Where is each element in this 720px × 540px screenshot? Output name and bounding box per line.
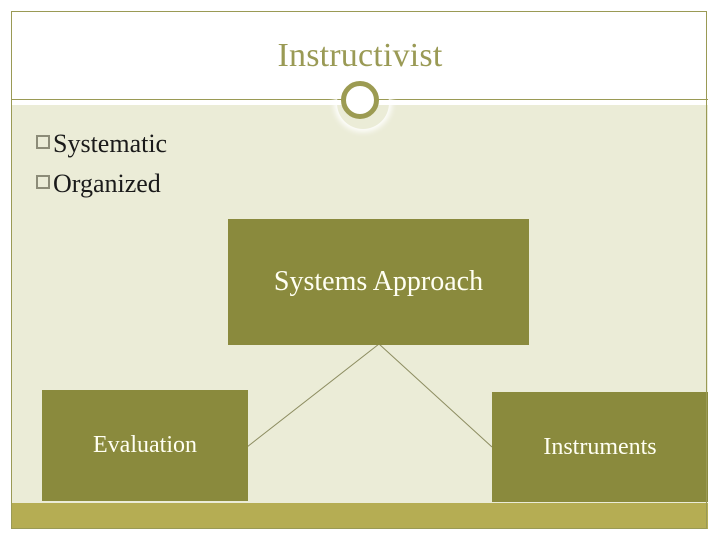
diagram-node-label: Instruments (543, 433, 657, 460)
diagram-node-instruments[interactable]: Instruments (492, 392, 708, 502)
circle-ring-ornament-icon (341, 81, 379, 119)
list-item-label: Systematic (53, 129, 168, 158)
list-item-label: Organized (53, 169, 161, 198)
empty-square-bullet-icon (36, 175, 50, 189)
empty-square-bullet-icon (36, 135, 50, 149)
list-item: Systematic (36, 124, 416, 164)
diagram-node-evaluation[interactable]: Evaluation (42, 390, 248, 501)
bullet-list: Systematic Organized (36, 124, 416, 204)
diagram-node-label: Systems Approach (273, 266, 484, 297)
bottom-accent-bar (11, 503, 708, 529)
diagram-node-label: Evaluation (93, 432, 197, 458)
diagram-node-systems-approach[interactable]: Systems Approach (228, 219, 529, 345)
page-title: Instructivist (277, 37, 443, 74)
list-item: Organized (36, 164, 416, 204)
